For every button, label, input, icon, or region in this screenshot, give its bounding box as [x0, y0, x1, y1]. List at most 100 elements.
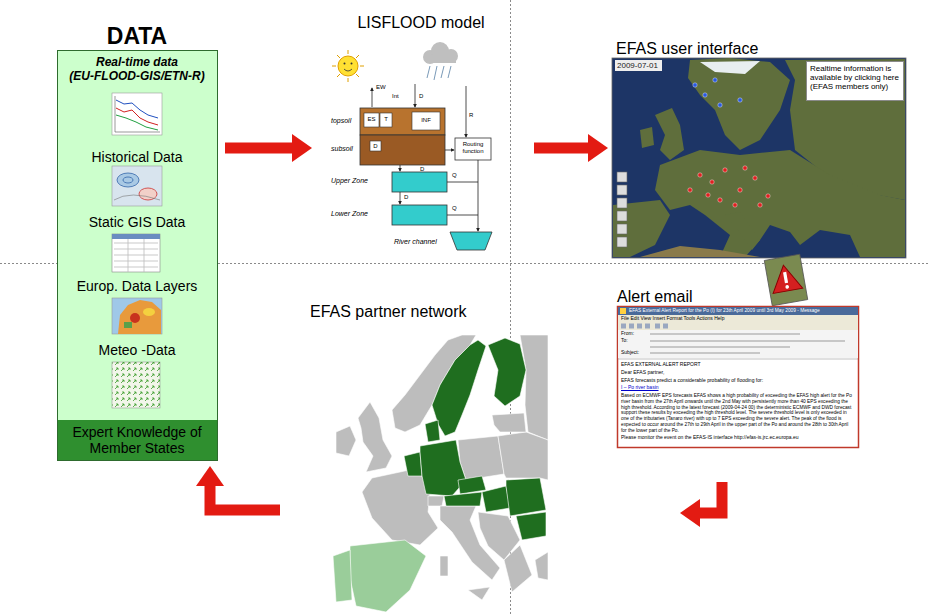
- rain-cloud: [423, 42, 458, 80]
- email-screenshot: [663, 324, 668, 329]
- label-slot: EFAS forecasts predict a considerable pr…: [621, 378, 855, 384]
- interface-screenshot: [688, 166, 770, 207]
- europe-map: [444, 492, 482, 506]
- rain-cloud: [426, 55, 456, 63]
- label-slot: File Edit View Insert Format Tools Actio…: [621, 316, 821, 322]
- europe-map: [492, 413, 526, 432]
- panel-heading: EFAS partner network: [310, 303, 530, 321]
- email-line: Dear EFAS partner,: [621, 370, 855, 376]
- info-box: Realtime information is available by cli…: [806, 61, 904, 101]
- label-slot: R: [469, 112, 477, 119]
- interface-screenshot: [700, 61, 760, 74]
- storage-tanks: [392, 138, 492, 250]
- europe-map: [535, 552, 548, 580]
- header-field: Subject:: [621, 350, 649, 356]
- label-slot: 2009-07-01: [617, 61, 661, 70]
- label-slot: D: [419, 93, 427, 100]
- data-panel-fill: [58, 51, 218, 461]
- panel-heading: LISFLOOD model: [316, 14, 526, 32]
- rain-cloud: [427, 66, 451, 80]
- interface-screenshot: [738, 98, 742, 102]
- header-field: From:: [621, 331, 647, 337]
- european-layers-thumbnail: [124, 322, 132, 328]
- interface-screenshot: [718, 103, 722, 107]
- sun-icon: [332, 50, 364, 82]
- sun-icon: [337, 55, 340, 58]
- interface-screenshot: [703, 93, 707, 97]
- historical-map-thumbnail: [123, 177, 133, 183]
- rain-cloud: [441, 66, 444, 78]
- text-slot: Static GIS Data: [58, 214, 216, 230]
- flux-symbol: Int: [392, 93, 406, 100]
- europe-map: [458, 476, 486, 494]
- flux-symbol: INF: [413, 117, 439, 124]
- sun-icon: [344, 69, 352, 71]
- historical-map-thumbnail: [117, 173, 139, 187]
- static-gis-table-thumbnail: [144, 239, 145, 272]
- storage-tanks: [392, 205, 447, 225]
- sun-icon: [337, 74, 340, 77]
- europe-map: [333, 540, 426, 612]
- europe-map: [404, 452, 422, 476]
- sun-icon: [348, 78, 349, 82]
- email-paragraph: Based on ECMWF EPS forecasts EFAS shows …: [621, 393, 855, 434]
- source-label: Static GIS Data: [58, 214, 216, 230]
- flux-symbol: D: [404, 194, 412, 201]
- label-slot: To:: [621, 338, 647, 344]
- interface-screenshot: [733, 203, 737, 207]
- text-slot: DATA: [57, 23, 217, 49]
- data-sources-panel: DATAReal-time data (EU-FLOOD-GIS/ETN-R)H…: [57, 50, 217, 460]
- email-screenshot: [621, 324, 668, 329]
- interface-screenshot: [713, 78, 717, 82]
- label-slot: EFAS External Alert Report for the Po (I…: [629, 308, 856, 314]
- realtime-chart-thumbnail: [115, 132, 160, 133]
- europe-map: [333, 335, 548, 612]
- channel-name: River channel: [394, 238, 448, 246]
- warning-icon: [764, 254, 807, 306]
- interface-screenshot: [758, 203, 762, 207]
- flux-symbol: D: [371, 143, 380, 150]
- rain-cloud: [427, 66, 430, 78]
- window-title: EFAS External Alert Report for the Po (I…: [629, 308, 856, 314]
- label-slot: Q: [452, 172, 460, 179]
- email-screenshot: [618, 307, 859, 448]
- interface-screenshot: [710, 180, 714, 184]
- band-label: Expert Knowledge of Member States: [59, 424, 215, 456]
- label-slot: Please monitor the event on the EFAS-IS …: [621, 435, 855, 441]
- flux-symbol: EW: [376, 84, 390, 91]
- sun-icon: [332, 66, 336, 67]
- meteo-grid-thumbnail: [112, 362, 160, 408]
- flux-lines: [445, 150, 454, 151]
- static-gis-table-thumbnail: [114, 267, 158, 268]
- source-label: Historical Data: [58, 149, 216, 165]
- flux-symbol: D: [419, 93, 427, 100]
- soil-layers: [360, 108, 445, 165]
- email-line: EFAS forecasts predict a considerable pr…: [621, 378, 855, 384]
- flux-symbol: Q: [452, 205, 460, 212]
- interface-screenshot: [655, 108, 684, 160]
- static-gis-table-thumbnail: [112, 234, 160, 272]
- flow-arrow: [225, 143, 293, 154]
- europe-map: [488, 338, 526, 406]
- flux-symbol: T: [381, 116, 391, 123]
- interface-screenshot: [617, 185, 627, 195]
- quadrant-divider: [218, 263, 928, 264]
- flux-symbol: D: [420, 166, 428, 173]
- interface-screenshot: [612, 58, 906, 258]
- email-line: Please monitor the event on the EFAS-IS …: [621, 435, 855, 441]
- soil-layers: [360, 108, 445, 135]
- flux-lines: [447, 182, 478, 183]
- data-panel-fill: [58, 420, 217, 460]
- label-slot: River channel: [394, 238, 448, 246]
- text-slot: Real-time data (EU-FLOOD-GIS/ETN-R): [58, 56, 216, 84]
- label-slot: T: [381, 116, 391, 123]
- label-slot: subsoil: [331, 145, 359, 153]
- model-panel: LISFLOOD model: [316, 14, 526, 258]
- email-screenshot: [618, 322, 858, 330]
- label-slot: Q: [452, 205, 460, 212]
- zone-name: Lower Zone: [331, 210, 387, 218]
- interface-screenshot: [640, 246, 760, 257]
- european-layers-thumbnail: [112, 298, 162, 334]
